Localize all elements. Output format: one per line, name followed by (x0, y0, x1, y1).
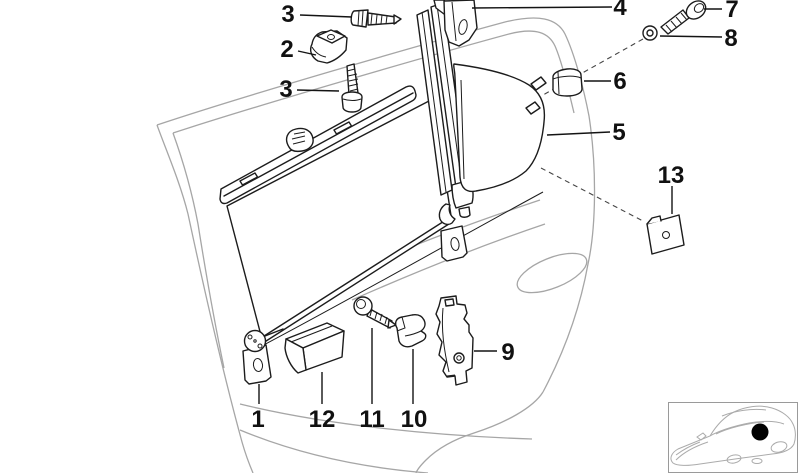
part-label-12[interactable]: 12 (309, 406, 336, 433)
clamp-bracket (309, 29, 348, 64)
part-label-11[interactable]: 11 (359, 406, 384, 433)
clip (394, 314, 427, 348)
guide-rail-top-bracket (433, 0, 478, 47)
rail-slot (333, 121, 353, 135)
belt-line (257, 191, 544, 349)
retaining-plate (646, 214, 685, 255)
cover (284, 322, 345, 374)
pull-tab (285, 127, 314, 153)
part-label-6[interactable]: 6 (613, 68, 626, 95)
screw-with-spring (341, 63, 363, 113)
part-label-3-bottom[interactable]: 3 (279, 76, 292, 103)
screw-top (350, 9, 402, 28)
part-label-13[interactable]: 13 (658, 162, 685, 189)
assembly-axis (542, 38, 644, 96)
part-label-8[interactable]: 8 (724, 25, 737, 52)
side-mirror (696, 432, 707, 441)
rear-wheel (770, 441, 788, 453)
part-label-7[interactable]: 7 (725, 0, 738, 23)
quarter-window-blind (453, 63, 547, 193)
part-labels: 3 2 3 4 7 8 6 5 13 9 1 12 11 10 (251, 0, 738, 433)
cover-cap (552, 68, 583, 97)
part-label-4[interactable]: 4 (613, 0, 627, 21)
leader-lines (258, 6, 723, 404)
part-label-5[interactable]: 5 (612, 119, 625, 146)
part-label-1[interactable]: 1 (251, 406, 264, 433)
part-label-10[interactable]: 10 (401, 406, 428, 433)
roller-blind-fabric (226, 100, 453, 344)
mounting-bracket (435, 295, 474, 386)
part-label-3-top[interactable]: 3 (281, 1, 294, 28)
part-label-9[interactable]: 9 (501, 339, 514, 366)
part-label-2[interactable]: 2 (280, 36, 293, 63)
blind-top-rail (219, 85, 417, 205)
blind-hook (525, 101, 541, 115)
door-handle-recess (516, 252, 588, 294)
blind-hook (530, 76, 547, 91)
rail-bottom-bracket (440, 225, 468, 262)
front-wheel (726, 454, 742, 464)
rail-slot (239, 172, 259, 186)
roller-end-bracket (242, 328, 284, 385)
washer (642, 25, 658, 41)
location-marker-dot (751, 423, 769, 441)
plate-leader (540, 167, 644, 222)
rail-hook (438, 203, 456, 226)
bolt (660, 0, 707, 35)
screw-small (353, 296, 397, 329)
guide-rail (416, 2, 474, 262)
car-location-thumbnail (668, 402, 798, 473)
